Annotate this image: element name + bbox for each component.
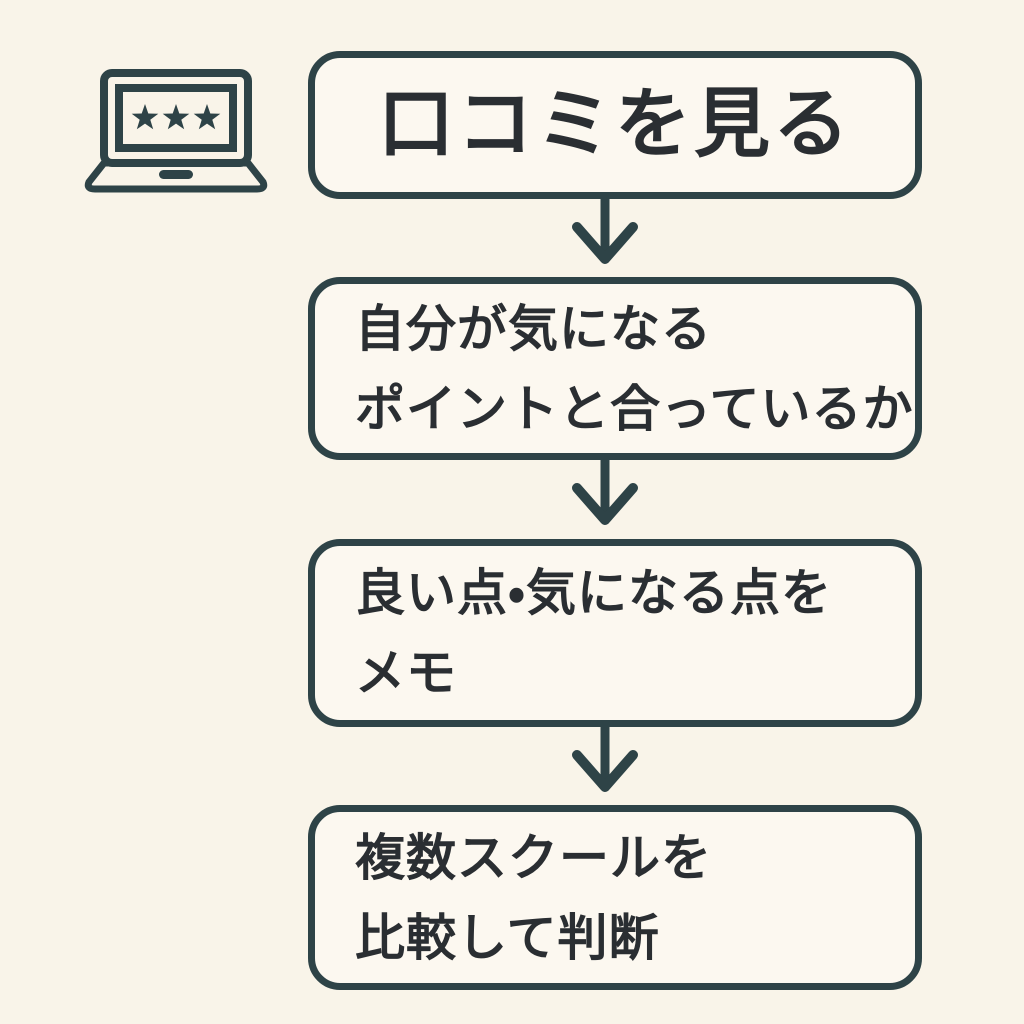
flow-step-match-points: 自分が気になる ポイントと合っているか — [308, 277, 922, 460]
star-icon — [131, 104, 159, 130]
laptop-screen-inner-frame — [115, 84, 237, 152]
star-icon — [193, 104, 221, 130]
step-4-text-line-1: 複数スクールを — [355, 829, 712, 886]
star-icon — [162, 104, 190, 130]
flow-step-check-reviews: 口コミを見る — [308, 51, 922, 199]
star-rating — [131, 104, 221, 179]
step-2-text-line-2: ポイントと合っているか — [355, 380, 914, 437]
laptop-rating-icon — [84, 69, 268, 193]
step-1-text: 口コミを見る — [378, 82, 852, 167]
laptop-base — [84, 159, 268, 193]
step-2-text-line-1: 自分が気になる — [355, 300, 712, 357]
flow-step-compare-schools: 複数スクールを 比較して判断 — [308, 805, 922, 990]
arrow-down-icon — [572, 199, 638, 264]
flow-step-take-notes: 良い点・気になる点を メモ — [308, 539, 922, 727]
arrow-down-icon — [572, 460, 638, 525]
laptop-trackpad — [159, 170, 193, 179]
arrow-down-icon — [572, 727, 638, 792]
step-4-text-line-2: 比較して判断 — [355, 909, 660, 966]
step-3-text-line-2: メモ — [355, 645, 457, 701]
step-3-text-line-1: 良い点・気になる点を — [355, 565, 832, 621]
